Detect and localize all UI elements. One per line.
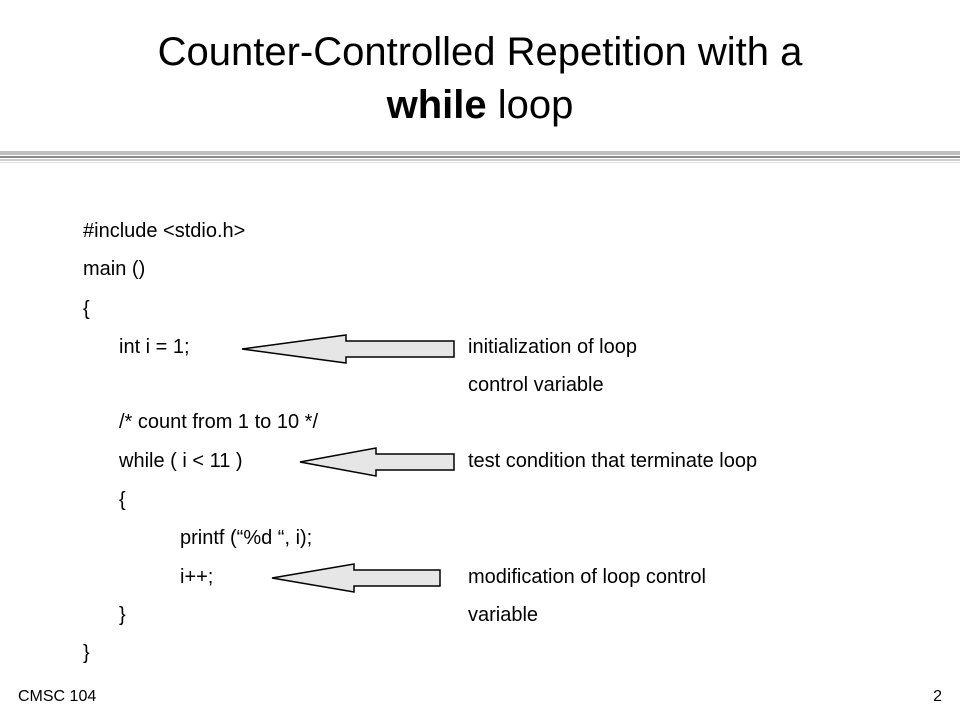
slide-title-part2: loop xyxy=(486,83,574,127)
title-divider-light xyxy=(0,159,960,161)
annotation-initialization: initialization of loop xyxy=(468,336,637,358)
annotation-test-condition: test condition that terminate loop xyxy=(468,450,758,472)
footer-page-number: 2 xyxy=(933,688,942,705)
annotation-initialization-cont: control variable xyxy=(468,374,604,396)
code-line-comment: /* count from 1 to 10 */ xyxy=(119,411,318,433)
code-line-while: while ( i < 11 ) xyxy=(119,450,243,472)
slide-title-part1: Counter-Controlled Repetition with a xyxy=(157,30,803,74)
footer-course: CMSC 104 xyxy=(18,688,97,705)
annotation-modification-cont: variable xyxy=(468,604,539,626)
code-line-main: main () xyxy=(83,258,146,280)
annotation-modification: modification of loop control xyxy=(468,566,706,588)
code-line-declaration: int i = 1; xyxy=(119,336,190,358)
slide-title: Counter-Controlled Repetition with a whi… xyxy=(60,26,900,132)
code-line-open-brace: { xyxy=(83,298,90,320)
title-divider xyxy=(0,151,960,155)
slide-title-keyword: while xyxy=(386,83,487,127)
code-line-increment: i++; xyxy=(180,566,214,588)
code-line-printf: printf (“%d “, i); xyxy=(180,527,313,549)
arrow-initialization-icon xyxy=(241,334,455,364)
arrow-modification-icon xyxy=(271,563,441,593)
arrow-test-condition-icon xyxy=(299,447,455,477)
code-line-inner-open-brace: { xyxy=(119,489,126,511)
title-divider-faint xyxy=(0,162,960,163)
code-line-include: #include <stdio.h> xyxy=(83,220,246,242)
code-line-inner-close-brace: } xyxy=(119,604,126,626)
title-divider-dark xyxy=(0,156,960,158)
code-line-close-brace: } xyxy=(83,642,90,664)
